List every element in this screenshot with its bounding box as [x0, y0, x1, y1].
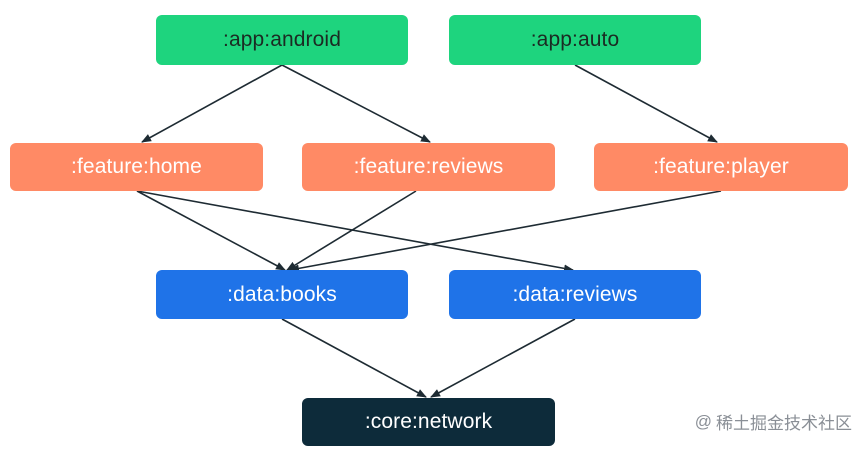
- edge-feature-player-to-data-books: [289, 190, 722, 273]
- node-label: :data:reviews: [512, 282, 638, 306]
- node-data-reviews: :data:reviews: [449, 270, 701, 319]
- node-app-android: :app:android: [156, 15, 408, 65]
- node-label: :feature:player: [653, 155, 789, 178]
- watermark-text: 稀土掘金技术社区: [716, 414, 852, 433]
- edge-feature-home-to-data-reviews: [136, 190, 574, 273]
- watermark-at: @: [694, 411, 712, 431]
- edge-app-auto-to-feature-player: [574, 64, 718, 143]
- node-label: :core:network: [364, 410, 493, 433]
- node-label: :data:books: [227, 282, 337, 306]
- node-feature-home: :feature:home: [10, 143, 263, 191]
- watermark: @ 稀土掘金技术社区: [695, 409, 852, 434]
- edge-data-books-to-core-network: [281, 318, 427, 398]
- node-label: :app:android: [223, 28, 341, 51]
- node-label: :feature:reviews: [353, 155, 504, 178]
- node-label: :app:auto: [530, 28, 620, 51]
- node-core-network: :core:network: [302, 398, 555, 446]
- edge-app-android-to-feature-reviews: [281, 64, 431, 143]
- edge-app-android-to-feature-home: [141, 64, 283, 143]
- edge-feature-reviews-to-data-books: [286, 190, 417, 271]
- edge-data-reviews-to-core-network: [430, 318, 576, 398]
- node-label: :feature:home: [71, 155, 202, 178]
- edge-feature-home-to-data-books: [136, 190, 286, 271]
- node-app-auto: :app:auto: [449, 15, 701, 65]
- node-data-books: :data:books: [156, 270, 408, 319]
- node-feature-player: :feature:player: [594, 143, 848, 191]
- node-feature-reviews: :feature:reviews: [302, 143, 555, 191]
